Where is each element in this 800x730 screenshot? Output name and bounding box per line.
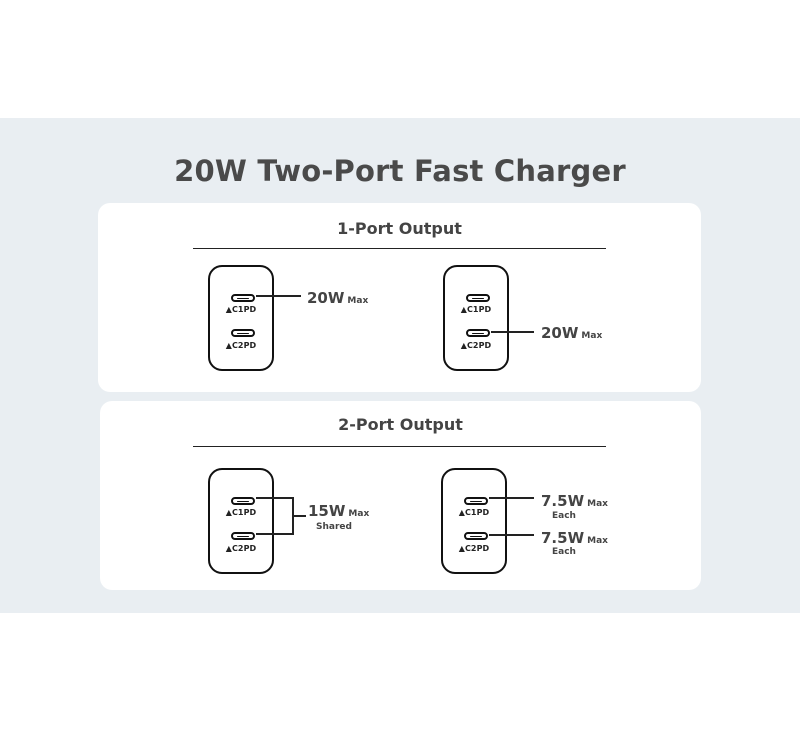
port-label-c2: ▲C2PD	[460, 341, 492, 350]
connector-line	[256, 295, 301, 297]
usb-c-port-icon	[466, 329, 490, 337]
port-label-c1: ▲C1PD	[458, 508, 490, 517]
charger-icon: ▲C1PD ▲C2PD	[443, 265, 509, 371]
port-label-c1: ▲C1PD	[225, 508, 257, 517]
bracket-line	[292, 497, 294, 535]
port-label-c1: ▲C1PD	[225, 305, 257, 314]
connector-line	[256, 497, 294, 499]
port-label-c2: ▲C2PD	[225, 341, 257, 350]
port-label-c2: ▲C2PD	[225, 544, 257, 553]
connector-line	[491, 331, 534, 333]
usb-c-port-icon	[231, 329, 255, 337]
usb-c-port-icon	[464, 497, 488, 505]
port-label-c1: ▲C1PD	[460, 305, 492, 314]
charger-icon: ▲C1PD ▲C2PD	[441, 468, 507, 574]
usb-c-port-icon	[464, 532, 488, 540]
port-label-c2: ▲C2PD	[458, 544, 490, 553]
usb-c-port-icon	[231, 532, 255, 540]
usb-c-port-icon	[466, 294, 490, 302]
output-note: Each	[552, 547, 576, 557]
connector-line	[256, 533, 294, 535]
charger-icon: ▲C1PD ▲C2PD	[208, 265, 274, 371]
charger-icon: ▲C1PD ▲C2PD	[208, 468, 274, 574]
output-note: Shared	[316, 522, 352, 532]
connector-line	[294, 515, 306, 517]
one-port-divider	[193, 248, 606, 249]
usb-c-port-icon	[231, 497, 255, 505]
usb-c-port-icon	[231, 294, 255, 302]
two-port-divider	[193, 446, 606, 447]
connector-line	[489, 497, 534, 499]
connector-line	[489, 534, 534, 536]
output-note: Each	[552, 511, 576, 521]
two-port-card: 2-Port Output	[100, 401, 701, 590]
one-port-card: 1-Port Output	[98, 203, 701, 392]
two-port-heading: 2-Port Output	[338, 415, 463, 434]
page-title: 20W Two-Port Fast Charger	[174, 154, 626, 188]
one-port-heading: 1-Port Output	[337, 219, 462, 238]
